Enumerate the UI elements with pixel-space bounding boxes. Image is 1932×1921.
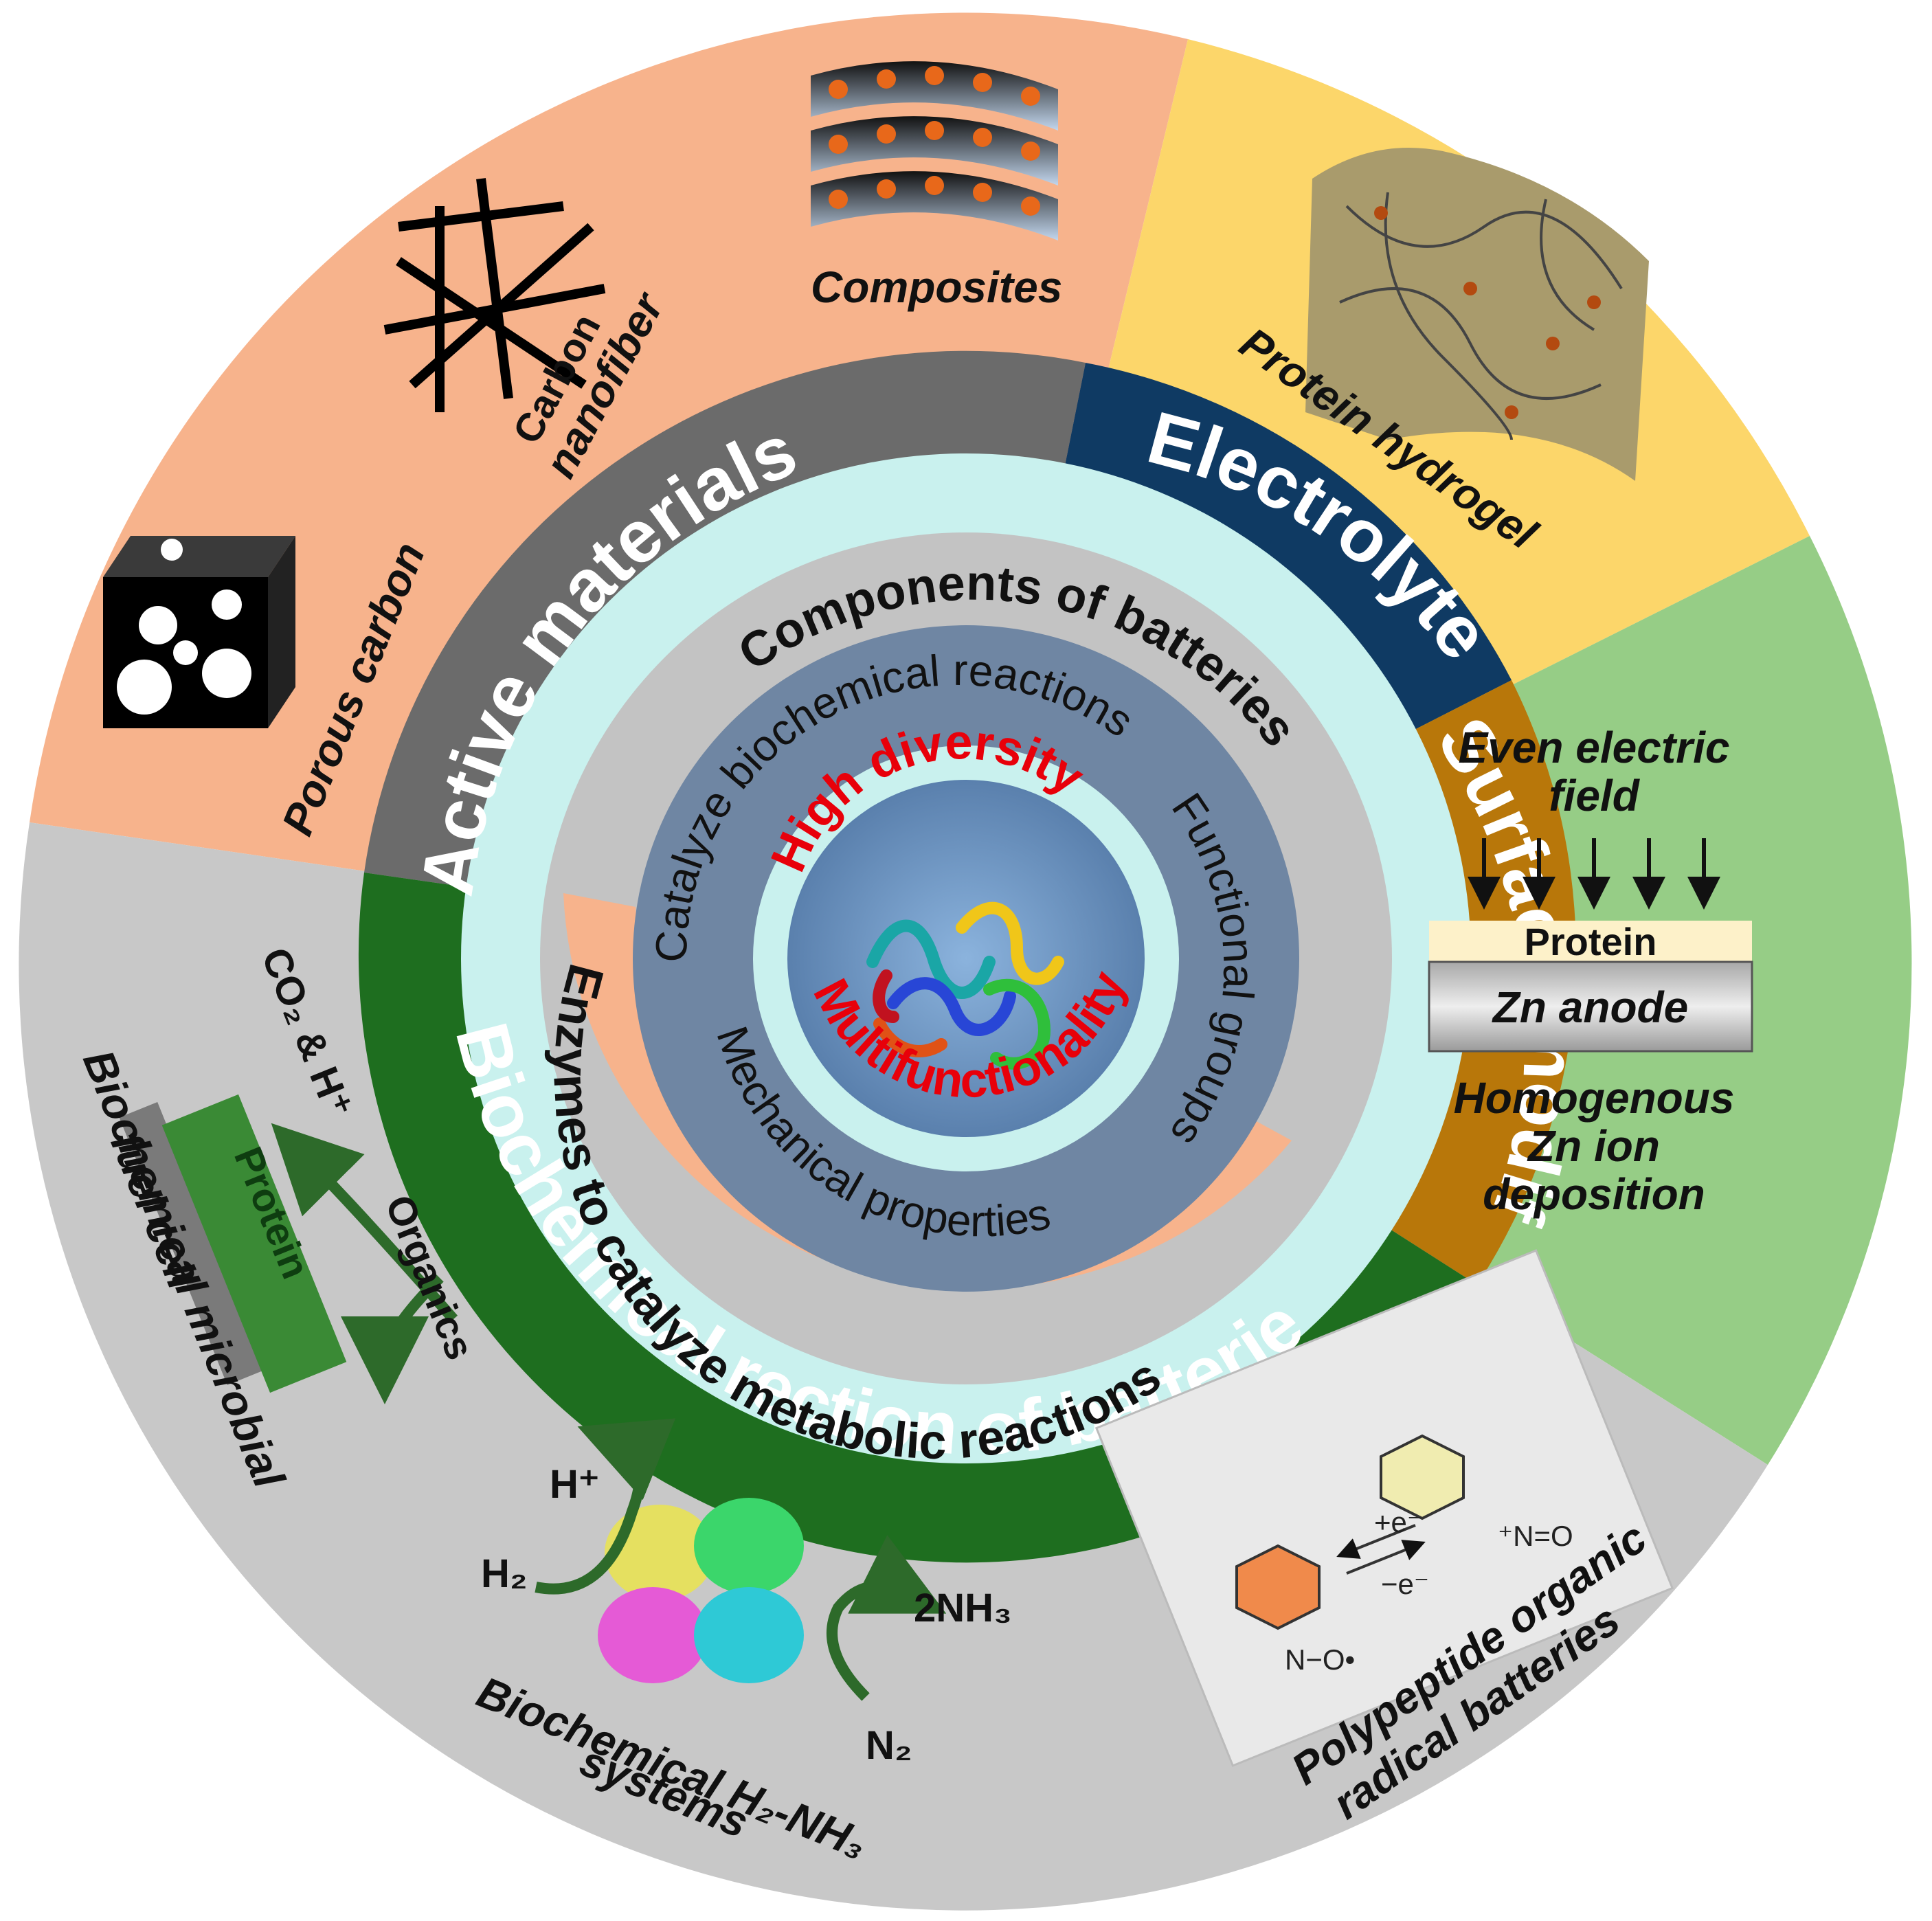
label-composites: Composites (811, 262, 1062, 312)
label-even-field-1: Even electric (1459, 723, 1730, 772)
label-h2: H₂ (481, 1551, 528, 1596)
field-arrows (1468, 838, 1720, 910)
label-nplus: ⁺N=O (1498, 1520, 1573, 1552)
radical-battery-icon (1094, 1249, 1674, 1767)
label-homog-3: deposition (1483, 1169, 1705, 1219)
zn-anode-block (1428, 960, 1753, 1053)
label-zn-anode: Zn anode (1492, 982, 1688, 1032)
label-homog-2: Zn ion (1527, 1121, 1660, 1171)
reaction-arrows (271, 1123, 947, 1701)
label-plus-e: +e⁻ (1374, 1506, 1422, 1538)
protein-structure-icon (866, 901, 1064, 1070)
label-minus-e: −e⁻ (1381, 1568, 1429, 1600)
label-2nh3: 2NH₃ (914, 1586, 1012, 1630)
label-n2: N₂ (866, 1723, 912, 1768)
label-homog-1: Homogenous (1454, 1073, 1735, 1123)
fuel-cell-icon (119, 1094, 347, 1393)
label-even-field-2: field (1549, 771, 1640, 820)
protein-hydrogel-icon (1305, 148, 1649, 481)
enzyme-complex-icon (598, 1498, 804, 1683)
porous-carbon-icon (103, 536, 295, 728)
protein-layer (1429, 921, 1752, 962)
label-no-radical: N−O• (1285, 1643, 1355, 1676)
label-hplus: H⁺ (550, 1462, 600, 1507)
composites-icon (811, 61, 1058, 240)
carbon-nanofiber-icon (383, 178, 606, 412)
core-circle (787, 780, 1145, 1137)
label-protein-layer: Protein (1525, 920, 1657, 963)
